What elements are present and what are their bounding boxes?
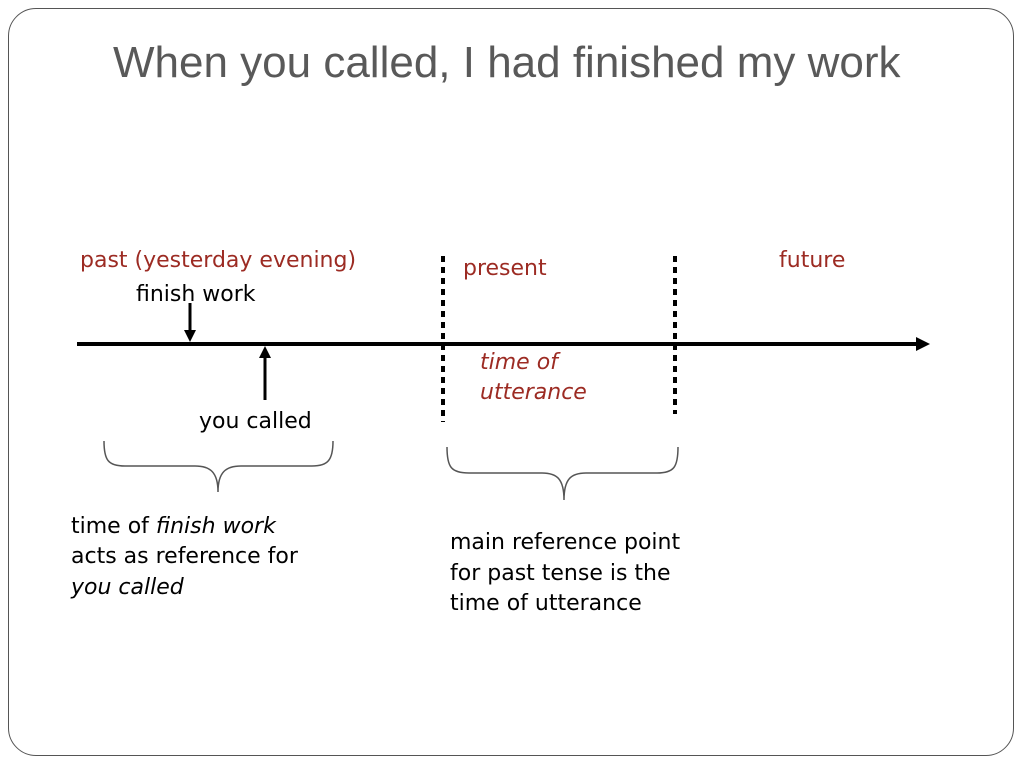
you-called-arrowhead — [259, 346, 271, 358]
left-brace — [103, 440, 334, 493]
right-note-line3: time of utterance — [450, 591, 642, 616]
right-brace — [446, 446, 679, 501]
left-note-line2: acts as reference for — [71, 544, 298, 569]
left-note-line1: time of finish work — [71, 512, 276, 542]
slide-title: When you called, I had finished my work — [113, 38, 901, 87]
time-of-utterance-line1: time of — [480, 350, 558, 375]
slide-frame — [8, 8, 1014, 756]
finish-work-label: finish work — [136, 282, 256, 307]
time-of-utterance-line2: utterance — [480, 380, 587, 405]
right-note-line1: main reference point — [450, 530, 681, 555]
you-called-label: you called — [199, 409, 312, 434]
future-label: future — [779, 248, 846, 273]
present-label: present — [463, 256, 547, 281]
timeline-arrowhead — [916, 337, 930, 351]
right-note-line2: for past tense is the — [450, 561, 671, 586]
finish-work-arrowhead — [184, 330, 196, 342]
left-note-em-called: you called — [71, 575, 184, 600]
past-label: past (yesterday evening) — [80, 248, 357, 273]
left-note-prefix: time of — [71, 514, 156, 539]
left-note-em-finish: finish work — [155, 514, 276, 539]
